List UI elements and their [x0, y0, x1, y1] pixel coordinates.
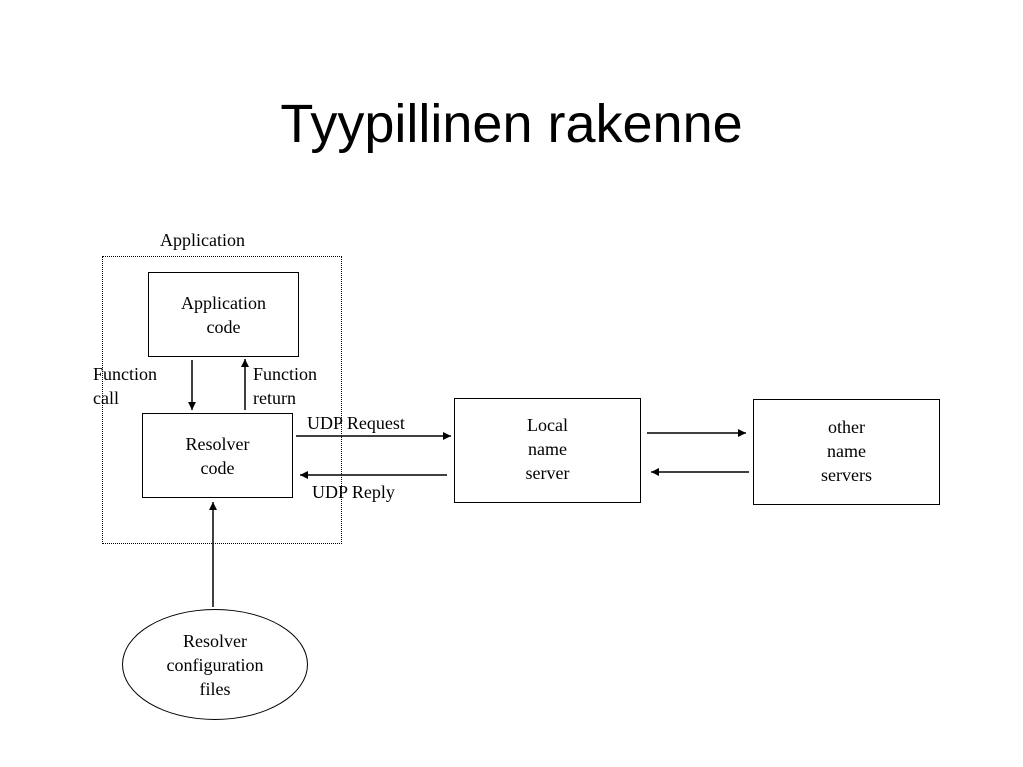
function-return-label: Function return — [253, 364, 318, 408]
other-name-servers-label: other name servers — [821, 417, 872, 485]
application-group-label: Application — [160, 230, 245, 250]
resolver-config-label: Resolver configuration files — [166, 630, 264, 699]
application-code-box: Application code — [148, 272, 299, 357]
local-name-server-label: Local name server — [525, 415, 570, 483]
function-call-label: Function call — [93, 364, 158, 408]
udp-reply-label: UDP Reply — [312, 482, 395, 502]
application-code-label: Application code — [181, 292, 266, 337]
resolver-config-ellipse: Resolver configuration files — [122, 609, 308, 720]
resolver-code-box: Resolver code — [142, 413, 293, 498]
application-group — [102, 256, 342, 544]
resolver-code-label: Resolver code — [185, 433, 250, 478]
udp-request-label: UDP Request — [307, 413, 405, 433]
local-name-server-box: Local name server — [454, 398, 641, 503]
page-title: Tyypillinen rakenne — [280, 94, 743, 154]
other-name-servers-box: other name servers — [753, 399, 940, 505]
